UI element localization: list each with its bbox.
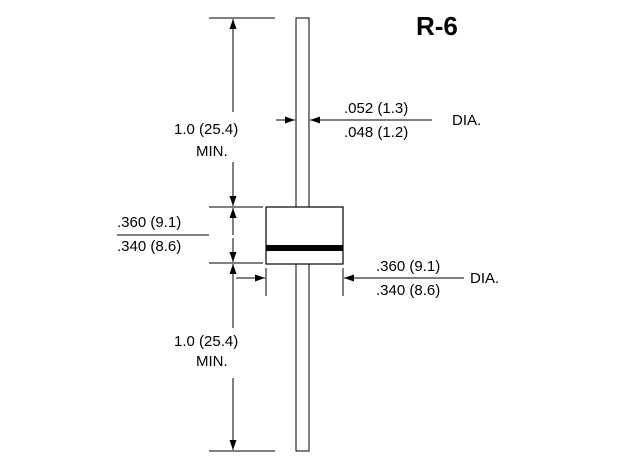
body-length-max: .360 (9.1): [117, 214, 181, 231]
bottom-lead-length-min: MIN.: [196, 353, 228, 370]
diode-body: [265, 206, 344, 265]
top-lead-length-min: MIN.: [196, 143, 228, 160]
body-dia-min: .340 (8.6): [376, 282, 440, 299]
lead-dia-min: .048 (1.2): [344, 124, 408, 141]
lead-dia-suffix: DIA.: [452, 112, 481, 129]
body-length-min: .340 (8.6): [117, 238, 181, 255]
cathode-band: [266, 245, 343, 251]
body-dia-max: .360 (9.1): [376, 258, 440, 275]
bottom-lead-length-value: 1.0 (25.4): [174, 333, 238, 350]
body-dia-suffix: DIA.: [470, 270, 499, 287]
top-lead-length-value: 1.0 (25.4): [174, 121, 238, 138]
lead-wire-top: [295, 17, 310, 208]
lead-dia-max: .052 (1.3): [344, 100, 408, 117]
lead-wire-bottom: [295, 263, 310, 452]
package-title: R-6: [416, 11, 458, 41]
